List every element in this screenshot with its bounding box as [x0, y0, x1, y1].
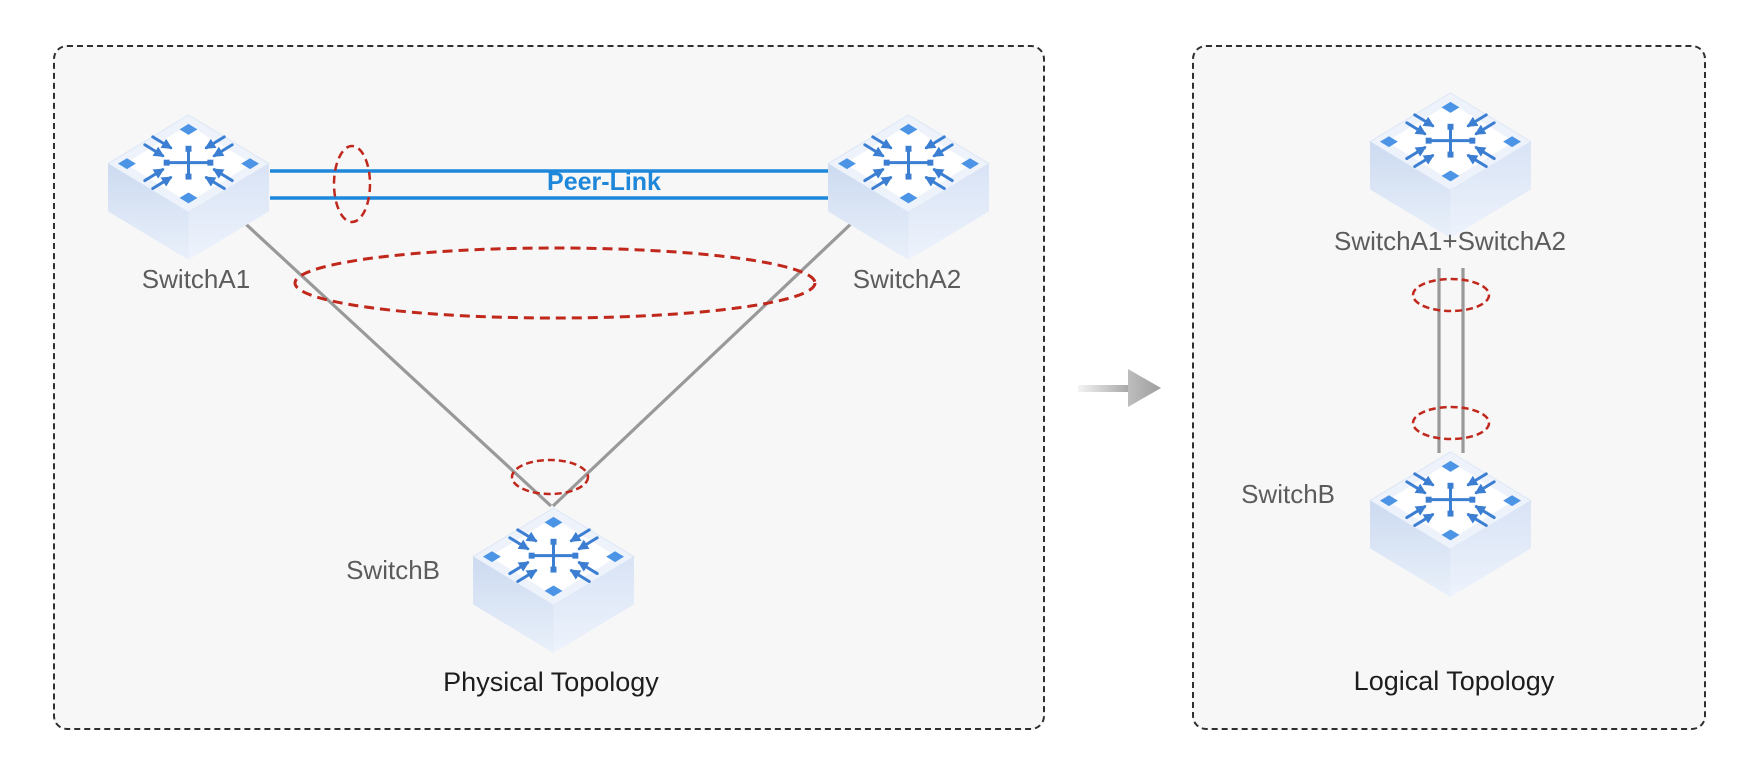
switch-icon	[1369, 92, 1532, 239]
logical-link-lines	[1437, 268, 1465, 453]
switch-icon	[827, 114, 990, 261]
switch-a2-label: SwitchA2	[852, 264, 962, 294]
switch-b-label: SwitchB	[346, 555, 440, 585]
switch-icon	[107, 114, 270, 261]
switch-a1-label: SwitchA1	[141, 264, 251, 294]
switch-b-node	[472, 507, 635, 654]
switch-b-label: SwitchB	[1241, 479, 1335, 509]
peer-link-label: Peer-Link	[547, 168, 661, 196]
switch-icon	[472, 507, 635, 654]
physical-topology-title: Physical Topology	[443, 667, 659, 697]
physical-topology-panel: Peer-Link SwitchA1 SwitchA2 SwitchB Phys…	[53, 45, 1045, 730]
logical-topology-panel: SwitchA1+SwitchA2 SwitchB Logical Topolo…	[1192, 45, 1706, 730]
aggregation-ellipses	[293, 144, 817, 496]
downlink-aggregation-ellipse	[510, 458, 590, 496]
aggregation-ellipses	[1411, 277, 1491, 441]
lower-aggregation-ellipse	[1411, 405, 1491, 441]
switch-a1-node	[107, 114, 270, 261]
arrow-right-icon	[1078, 369, 1161, 407]
switch-a2-node	[827, 114, 990, 261]
peer-link-aggregation-ellipse	[332, 144, 372, 224]
switch-icon	[1369, 451, 1532, 598]
switch-b-node	[1369, 451, 1532, 598]
logical-topology-title: Logical Topology	[1353, 666, 1555, 696]
upper-aggregation-ellipse	[1411, 277, 1491, 313]
combined-switch-node	[1369, 92, 1532, 239]
uplink-aggregation-ellipse	[293, 246, 817, 320]
physical-link-lines	[221, 201, 875, 508]
combined-switch-label: SwitchA1+SwitchA2	[1334, 226, 1566, 256]
